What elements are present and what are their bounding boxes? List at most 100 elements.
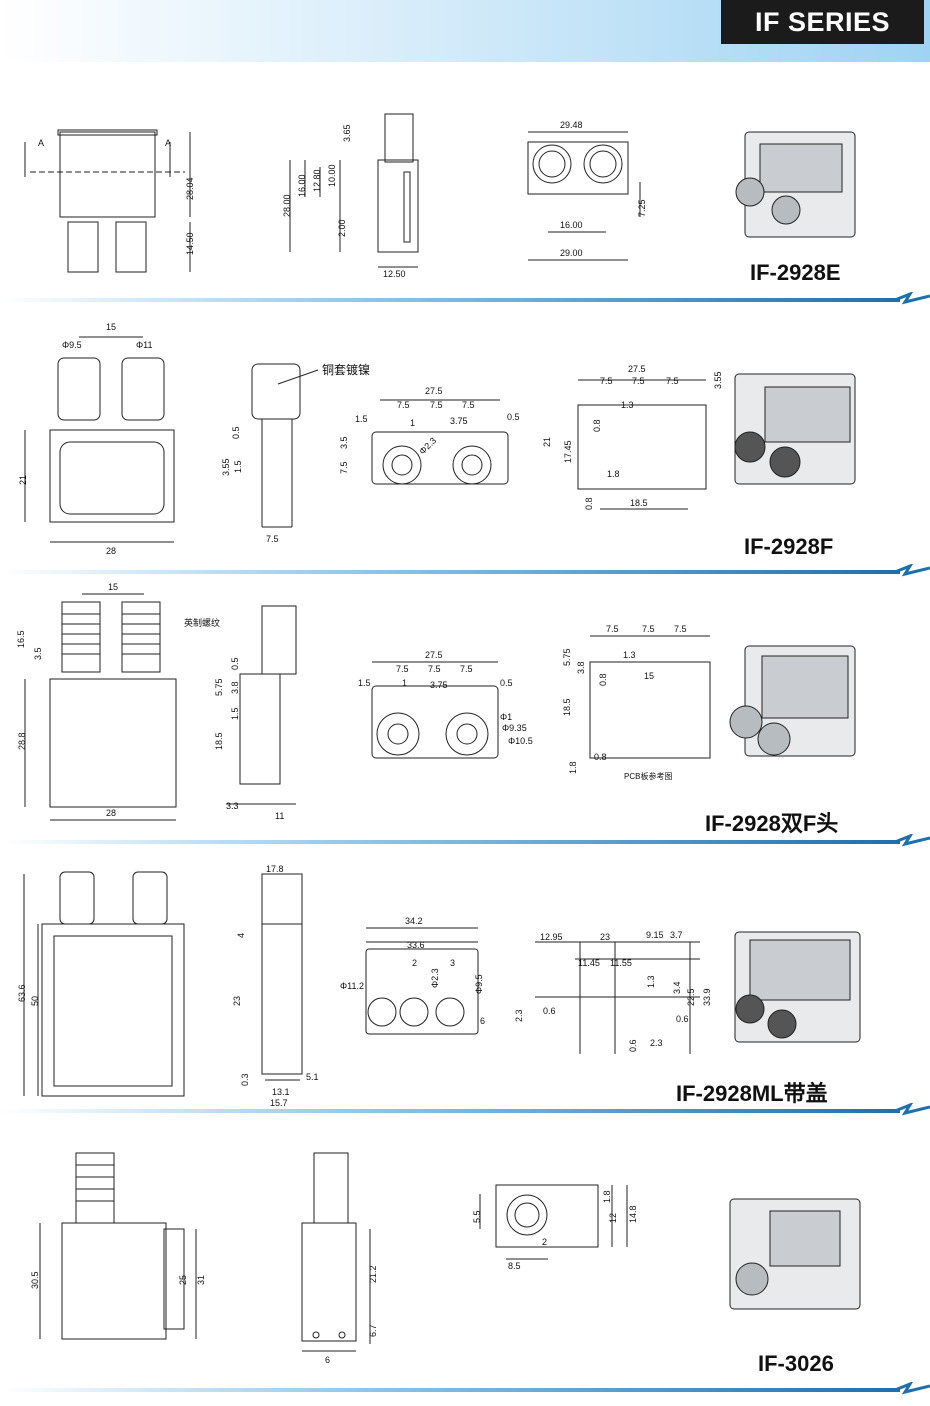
dim-text: 0.8: [592, 419, 602, 432]
dim-text: 3.5: [33, 647, 43, 660]
dim-text: 0.8: [594, 752, 607, 762]
dim-text: 1.3: [623, 650, 636, 660]
dim-text: Φ9.35: [502, 723, 527, 733]
dim-text: 0.5: [507, 412, 520, 422]
dim-text: 6.7: [368, 1324, 378, 1337]
dim-text: 28.00: [282, 194, 292, 217]
dim-text: 1.8: [607, 469, 620, 479]
dim-text: 1.5: [355, 414, 368, 424]
dim-text: 28.04: [185, 177, 195, 200]
dim-text: 5.1: [306, 1072, 319, 1082]
dim-text: Φ9.5: [474, 974, 484, 994]
dim-text: 3.55: [221, 458, 231, 476]
model-label: IF-2928F: [744, 534, 834, 559]
dim-text: 15: [108, 582, 118, 592]
dim-text: 50: [30, 996, 40, 1006]
dim-text: 0.6: [543, 1006, 556, 1016]
dim-text: 0.3: [240, 1073, 250, 1086]
dim-text: 10.00: [327, 164, 337, 187]
dim-text: 21: [542, 437, 552, 447]
section-divider: [0, 1103, 930, 1116]
page-header: IF SERIES: [0, 0, 930, 62]
dim-text: 8.5: [508, 1261, 521, 1271]
dim-text: 3.7: [670, 930, 683, 940]
dim-text: 2: [542, 1237, 547, 1247]
dim-text: 29.00: [560, 248, 583, 258]
dim-text: 25: [178, 1275, 188, 1285]
dim-text: 3.65: [342, 124, 352, 142]
dim-text: 18.5: [562, 698, 572, 716]
dim-text: 12.50: [383, 269, 406, 279]
dim-text: 1.3: [621, 400, 634, 410]
dim-text: 4: [236, 933, 246, 938]
dim-text: 1.8: [602, 1190, 612, 1203]
dim-text: 12.80: [312, 169, 322, 192]
dim-text: 7.5: [666, 376, 679, 386]
dim-text: 0.8: [598, 673, 608, 686]
dim-text: 1: [402, 678, 407, 688]
dim-text: 28.8: [17, 732, 27, 750]
dim-text: 7.5: [428, 664, 441, 674]
dim-text: 63.6: [17, 984, 27, 1002]
dim-text: Φ11: [136, 340, 153, 350]
dim-text: 7.5: [266, 534, 279, 544]
dim-text: 0.5: [231, 426, 241, 439]
dim-text: 5.75: [562, 648, 572, 666]
section-if-2928-dual-f: 15 16.5 3.5 28.8 28 0.5 5.75 3.8 1.5 18.…: [0, 574, 930, 844]
dim-text: 7.5: [632, 376, 645, 386]
dim-text: 27.5: [425, 650, 443, 660]
section-divider: [0, 292, 930, 305]
dim-text: 16.5: [16, 630, 26, 648]
dim-text: A: [38, 138, 44, 148]
dim-text: Φ2.3: [430, 968, 440, 988]
dim-text: 2: [412, 958, 417, 968]
dim-text: 3.8: [576, 661, 586, 674]
dim-text: 0.5: [500, 678, 513, 688]
dim-text: 7.5: [462, 400, 475, 410]
model-label: IF-2928ML带盖: [676, 1081, 828, 1106]
section-divider: [0, 564, 930, 577]
dim-text: 11.45: [578, 958, 600, 968]
section-if-2928f: 15 Φ9.5 Φ11 21 28 0.5 3.55 1.5 7.5 27.5 …: [0, 302, 930, 574]
dim-text: 1.8: [568, 761, 578, 774]
dim-text: 15: [106, 322, 116, 332]
dim-text: 5.5: [472, 1210, 482, 1223]
dim-text: 23: [232, 996, 242, 1006]
dim-text: 7.5: [397, 400, 410, 410]
dim-text: 16.00: [560, 220, 583, 230]
thread-note: 英制螺纹: [184, 617, 220, 628]
drawing-if-3026: 30.5 25 31 21.2 6.7 6 1.8 12 14.8 5.5 2 …: [30, 1152, 861, 1365]
dim-text: 7.5: [642, 624, 655, 634]
drawing-if-2928e: A A 28.04 14.50 3.65 16.00 12.80 10.00 2…: [24, 113, 856, 279]
dim-text: 18.5: [214, 732, 224, 750]
dim-text: 3.5: [339, 436, 349, 449]
dim-text: 21: [18, 475, 28, 485]
dim-text: 3.75: [450, 416, 468, 426]
dim-text: 28: [106, 546, 116, 556]
dim-text: 11: [275, 811, 284, 821]
model-label: IF-3026: [758, 1351, 834, 1376]
dim-text: 1.3: [646, 975, 656, 988]
dim-text: 7.5: [339, 461, 349, 474]
dim-text: 29.48: [560, 120, 583, 130]
dim-text: 9.15: [646, 930, 664, 940]
dim-text: 0.6: [628, 1039, 638, 1052]
section-divider: [0, 1382, 930, 1395]
dim-text: 7.25: [637, 199, 647, 217]
dim-text: 27.5: [628, 364, 646, 374]
dim-text: 21.2: [368, 1265, 378, 1283]
dim-text: 28: [106, 808, 116, 818]
dim-text: 14.50: [185, 232, 195, 255]
dim-text: 33.6: [407, 940, 425, 950]
dim-text: 15.7: [270, 1098, 288, 1108]
dim-text: 17.8: [266, 864, 284, 874]
dim-text: 0.6: [676, 1014, 689, 1024]
dim-text: 16.00: [297, 174, 307, 197]
dim-text: 0.5: [230, 657, 240, 670]
dim-text: 3.3: [226, 801, 239, 811]
drawing-if-2928-dual-f: 15 16.5 3.5 28.8 28 0.5 5.75 3.8 1.5 18.…: [16, 582, 856, 821]
plating-note: 铜套镀镍: [322, 362, 370, 377]
model-label: IF-2928双F头: [705, 811, 839, 836]
dim-text: Φ2.3: [417, 435, 438, 456]
dim-text: 7.5: [600, 376, 613, 386]
